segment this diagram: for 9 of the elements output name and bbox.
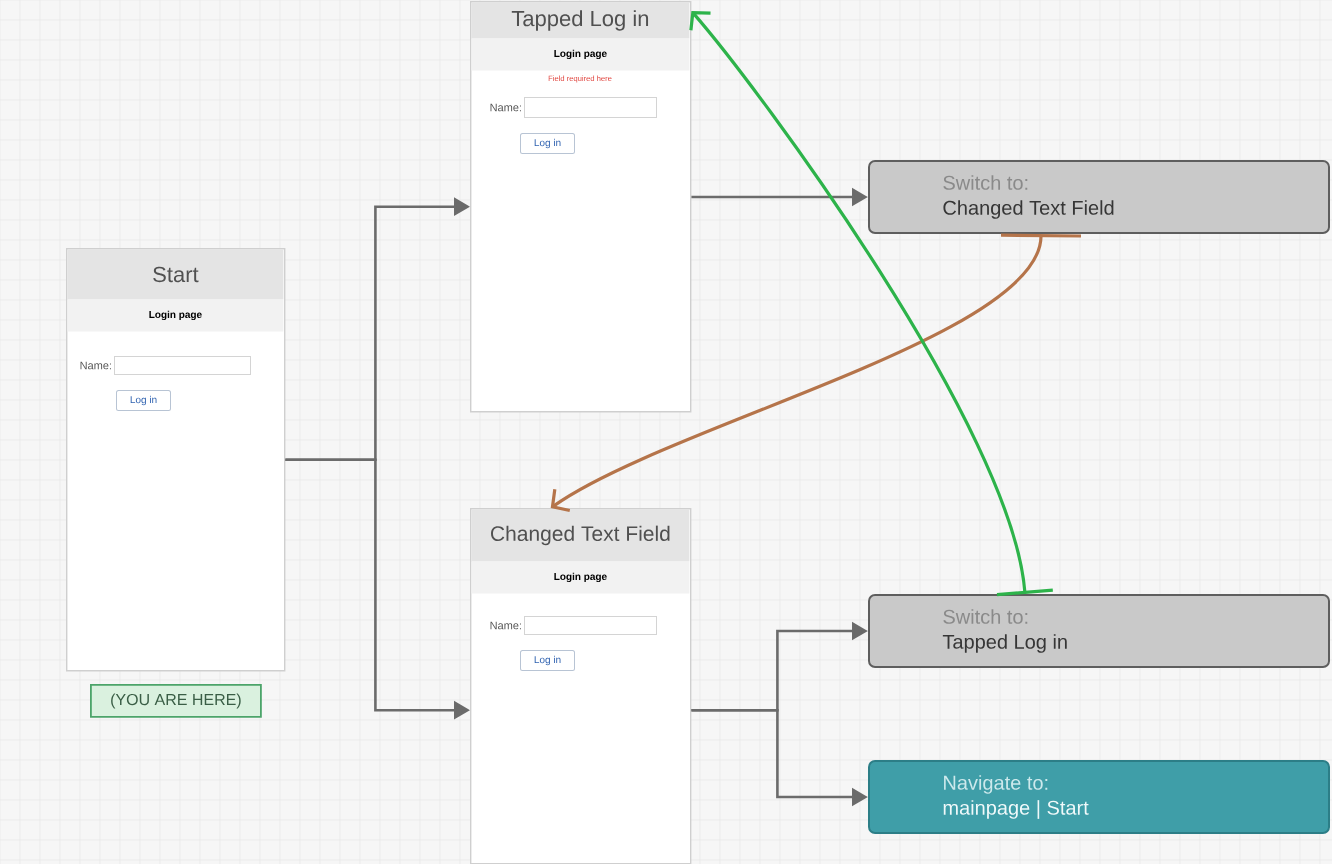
arrow: [689, 11, 1053, 597]
action-box: Switch to: Tapped Log in: [868, 594, 1330, 668]
action-box: Navigate to: mainpage | Start: [868, 760, 1330, 834]
screen-title-bar: Start: [67, 249, 284, 300]
arrow: [550, 233, 1081, 513]
screen-title-bar: Changed Text Field: [471, 509, 690, 562]
screen-title-bar: Tapped Log in: [471, 2, 690, 39]
marker-tag: (YOU ARE HERE): [90, 684, 262, 718]
action-box: Switch to: Changed Text Field: [868, 160, 1330, 234]
